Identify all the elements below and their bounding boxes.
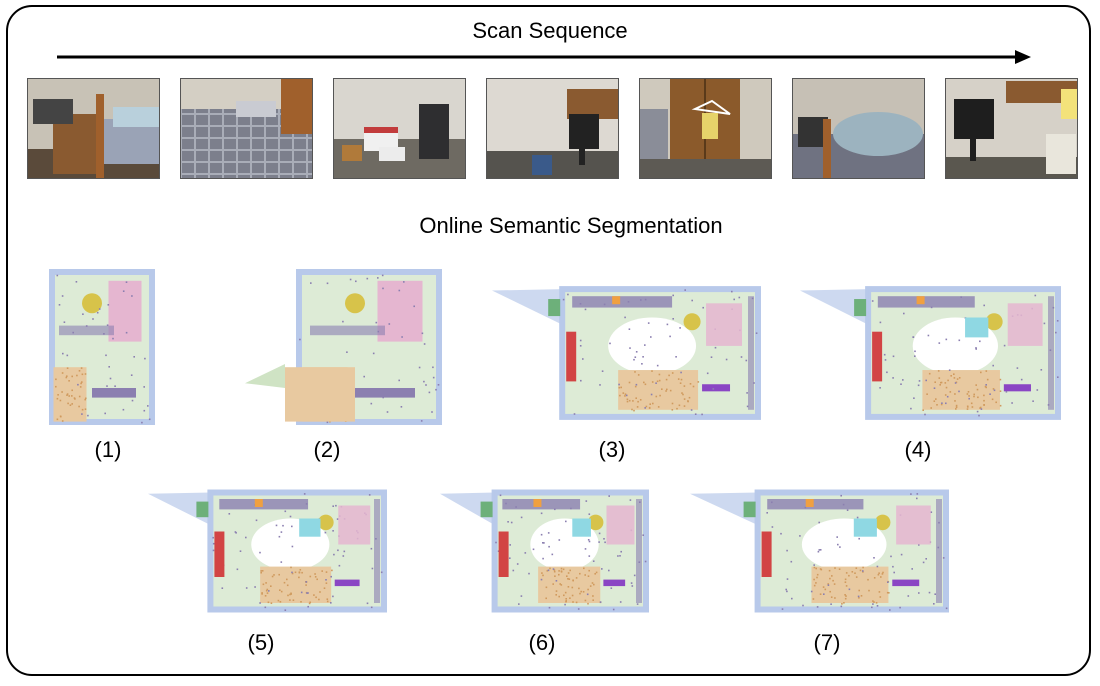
reconstruction-label: (2) bbox=[297, 437, 357, 463]
scan-sequence-arrow bbox=[57, 47, 1032, 67]
scan-frame-photo bbox=[333, 78, 466, 179]
point-cloud-reconstruction bbox=[690, 486, 950, 616]
point-cloud-reconstruction bbox=[800, 282, 1062, 424]
point-cloud-reconstruction bbox=[440, 486, 650, 616]
scan-frame-photo bbox=[486, 78, 619, 179]
scan-frame-photo bbox=[945, 78, 1078, 179]
scan-frame-photo bbox=[180, 78, 313, 179]
segmentation-title: Online Semantic Segmentation bbox=[0, 213, 1100, 239]
point-cloud-reconstruction bbox=[492, 282, 762, 424]
reconstruction-label: (3) bbox=[582, 437, 642, 463]
point-cloud-reconstruction bbox=[148, 486, 388, 616]
reconstruction-label: (5) bbox=[231, 630, 291, 656]
point-cloud-reconstruction bbox=[48, 268, 158, 428]
point-cloud-reconstruction bbox=[245, 268, 445, 428]
reconstruction-label: (1) bbox=[78, 437, 138, 463]
scan-sequence-title: Scan Sequence bbox=[0, 18, 1100, 44]
reconstruction-label: (6) bbox=[512, 630, 572, 656]
reconstruction-label: (7) bbox=[797, 630, 857, 656]
scan-frame-photo bbox=[639, 78, 772, 179]
scan-frame-photo bbox=[27, 78, 160, 179]
reconstruction-label: (4) bbox=[888, 437, 948, 463]
scan-frame-photo bbox=[792, 78, 925, 179]
